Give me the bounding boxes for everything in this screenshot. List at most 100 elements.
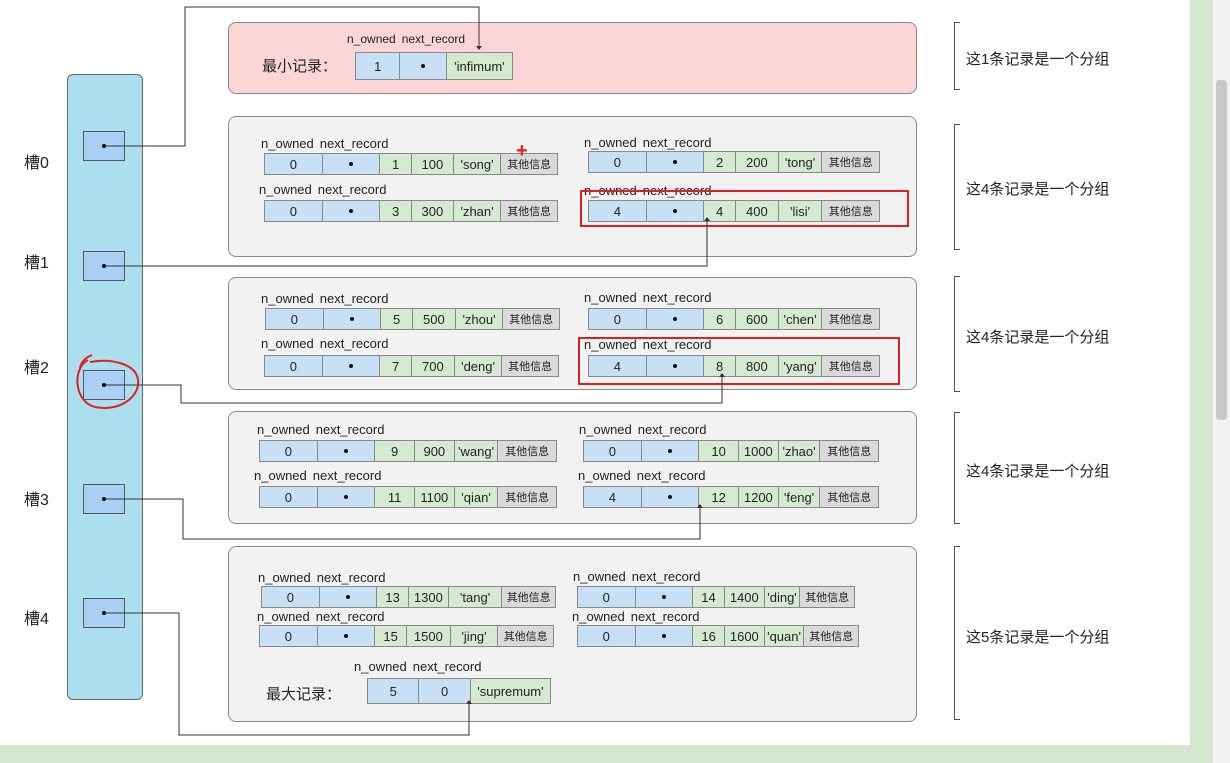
record-value-cell: 1600 [724,626,765,646]
pointer-dot-icon [102,144,106,148]
next-record-label: next_record [316,570,386,585]
next-record-pointer-icon [319,587,378,607]
other-info-cell: 其他信息 [503,309,559,329]
next-record-label: next_record [312,468,382,483]
slot-4-connector [106,612,470,736]
other-info-cell: 其他信息 [820,487,878,507]
record-header: n_owned next_record [579,422,706,437]
n-owned-label: n_owned [261,136,314,151]
min-record: 1 'infimum' [355,52,513,80]
n-owned-label: n_owned [254,468,307,483]
n-owned-label: n_owned [573,569,626,584]
next-record-label: next_record [637,422,707,437]
record-value-cell: 200 [736,152,779,172]
group-label-3: 这4条记录是一个分组 [966,463,1110,480]
record-id-cell: 12 [699,487,739,507]
record-name-cell: 'wang' [454,441,499,461]
record-id-cell: 7 [380,356,412,376]
record-name-cell: 'song' [453,154,502,174]
other-info-cell: 其他信息 [501,201,557,221]
cursor-plus-icon: + [516,140,528,162]
pointer-dot-icon [102,611,106,615]
slot-2-connector [106,376,723,404]
group-brace [954,412,960,524]
record-id-cell: 4 [704,201,736,221]
next-record-pointer-icon [635,626,694,646]
record-header: n_owned next_record [584,337,711,352]
next-record-pointer-icon [317,441,376,461]
next-record-pointer-icon [646,309,705,329]
record-name-cell: 'zhou' [455,309,504,329]
record-name-cell: 'zhan' [453,201,502,221]
next-record-label: next_record [642,337,712,352]
slot-connectors [76,6,725,736]
next-record-pointer-icon [646,356,705,376]
other-info-cell: 其他信息 [822,356,880,376]
record-group-1 [228,116,917,257]
record-name-cell: 'ding' [764,587,801,607]
pointer-dot-icon [102,383,106,387]
n-owned-label: n_owned [584,337,637,352]
arrowhead-icon [719,373,725,377]
next-record-label: next_record [642,290,712,305]
n-owned-label: n_owned [261,336,314,351]
next-record-pointer-icon [323,309,382,329]
other-info-cell: 其他信息 [822,201,880,221]
arrowhead-icon [466,700,472,704]
other-info-cell: 其他信息 [501,154,557,174]
other-info-cell: 其他信息 [498,626,553,646]
other-info-cell: 其他信息 [498,441,556,461]
n-owned-label: n_owned [572,609,625,624]
record-header: n_owned next_record [254,468,381,483]
min-record-label: 最小记录： [262,58,338,75]
record-id-cell: 2 [704,152,736,172]
next-record-label: next_record [319,136,389,151]
n-owned-label: n_owned [579,422,632,437]
next-record-pointer-icon [322,154,381,174]
next-record-pointer-icon [400,53,447,79]
group-label-1: 这4条记录是一个分组 [966,181,1110,198]
next-record-pointer-icon [322,201,381,221]
other-info-cell: 其他信息 [804,626,859,646]
max-record: 5 0 'supremum' [367,678,551,704]
next-record-pointer-icon [641,487,700,507]
next-record-label: next_record [401,32,466,46]
record-value-cell: 1100 [414,487,455,507]
arrowhead-icon [476,46,482,50]
next-record-pointer-icon [317,626,376,646]
group-label-0: 这1条记录是一个分组 [966,51,1110,68]
record-value-cell: 800 [736,356,779,376]
max-record-label: 最大记录： [266,686,342,703]
next-record-pointer-icon [317,487,376,507]
record-value-cell: 900 [414,441,455,461]
slot-3-label: 槽3 [24,492,49,509]
record-id-cell: 14 [693,587,725,607]
min-record-group [228,22,917,94]
record-id-cell: 1 [380,154,412,174]
other-info-cell: 其他信息 [502,587,556,607]
n-owned-label: n_owned [258,570,311,585]
next-record-label: next_record [636,468,706,483]
other-info-cell: 其他信息 [502,356,558,376]
record-id-cell: 8 [704,356,736,376]
scrollbar-thumb[interactable] [1216,80,1227,420]
